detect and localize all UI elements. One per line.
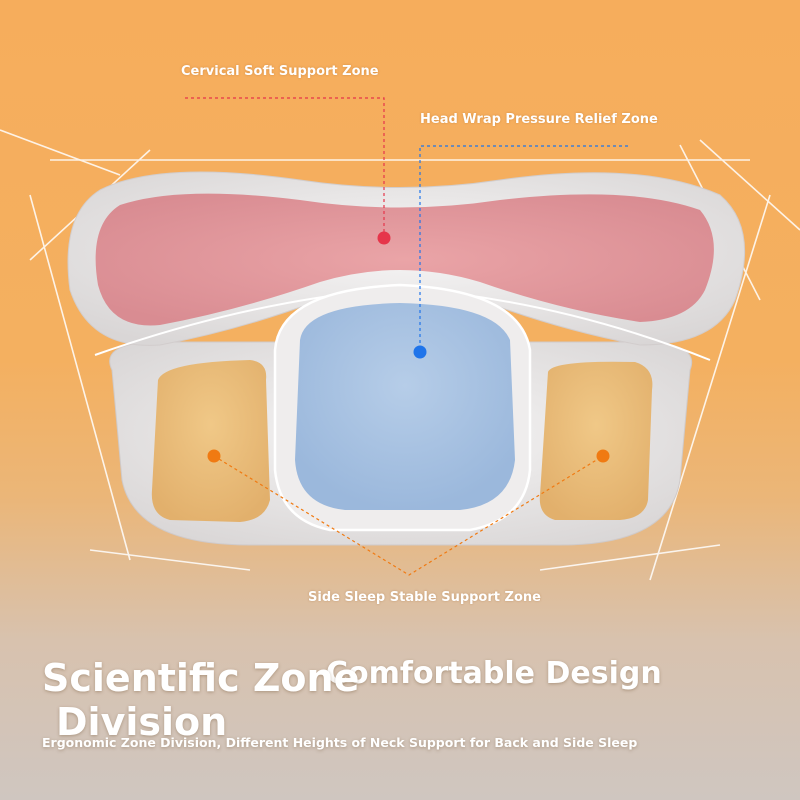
orange-dot-marker-left-icon bbox=[207, 449, 221, 463]
decorative-light-lines bbox=[0, 129, 800, 581]
side-zone-label: Side Sleep Stable Support Zone bbox=[308, 590, 541, 605]
cervical-zone-label: Cervical Soft Support Zone bbox=[181, 64, 379, 79]
headline-right: Comfortable Design bbox=[326, 656, 662, 691]
side-zone-left bbox=[151, 360, 270, 522]
red-dot-marker-icon bbox=[377, 231, 391, 245]
head-wrap-zone bbox=[295, 303, 515, 510]
head-zone-label: Head Wrap Pressure Relief Zone bbox=[420, 112, 658, 127]
blue-dot-marker-icon bbox=[413, 345, 427, 359]
orange-dot-marker-right-icon bbox=[596, 449, 610, 463]
subtitle: Ergonomic Zone Division, Different Heigh… bbox=[42, 735, 638, 750]
headline-left-line2: Division bbox=[56, 700, 228, 744]
cervical-zone bbox=[95, 193, 714, 326]
headline-left-line1: Scientific Zone bbox=[42, 656, 360, 700]
side-zone-right bbox=[539, 361, 653, 520]
leader-lines bbox=[185, 97, 628, 576]
